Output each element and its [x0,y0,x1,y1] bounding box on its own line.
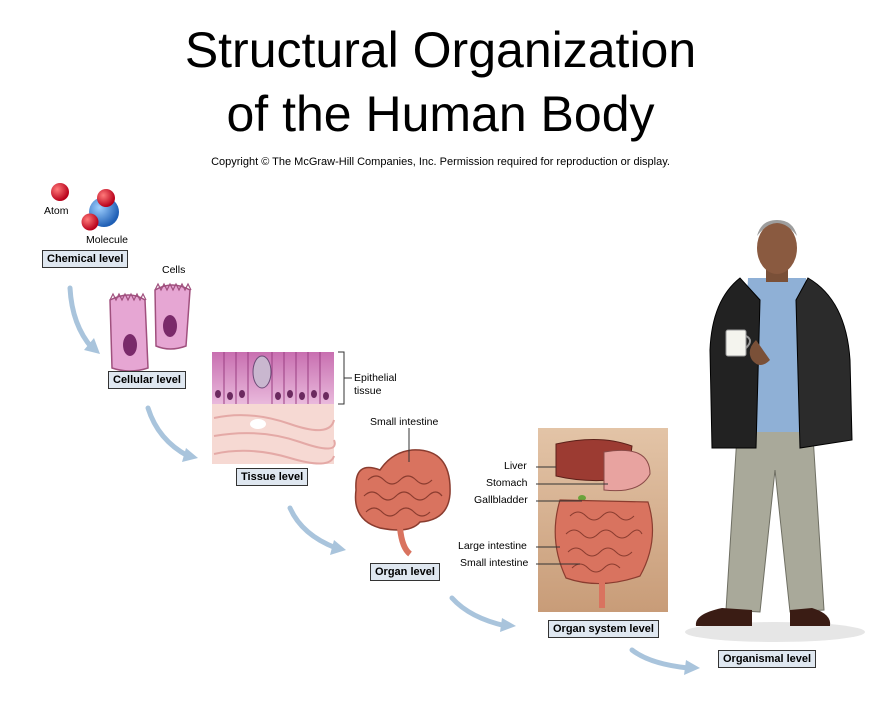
tissue-level-box: Tissue level [236,468,309,486]
label-stomach: Stomach [486,477,528,489]
label-atom: Atom [44,205,69,217]
arrow-system-to-organismal [629,647,691,671]
label-tissue: tissue [354,385,382,397]
tissue-illustration [212,351,352,465]
label-large-intestine: Large intestine [458,540,527,552]
chemical-level-box: Chemical level [42,250,129,268]
person-illustration [685,220,865,642]
page-title: Structural Organization of the Human Bod… [0,18,881,146]
atom-illustration [51,183,69,201]
arrowhead [684,660,700,675]
label-epithelial: Epithelial [354,372,397,384]
title-line-1: Structural Organization [184,22,697,78]
arrowhead [182,448,198,462]
copyright-notice: Copyright © The McGraw-Hill Companies, I… [211,156,670,168]
cellular-level-box: Cellular level [108,371,186,389]
small-intestine-illustration [354,428,451,557]
label-gallbladder: Gallbladder [474,494,528,506]
arrow-cellular-to-tissue [145,405,191,459]
arrowhead [500,618,516,632]
arrow-chemical-to-cellular [67,285,95,351]
label-small-intestine-organ: Small intestine [370,416,439,428]
organ-level-box: Organ level [370,563,440,581]
organ-system-level-box: Organ system level [548,620,659,638]
organismal-level-box: Organismal level [718,650,817,668]
label-small-intestine-system: Small intestine [460,557,529,569]
molecule-illustration [81,189,119,231]
digestive-system-illustration [536,428,668,612]
label-liver: Liver [504,460,527,472]
label-molecule: Molecule [86,234,129,246]
arrow-tissue-to-organ [287,505,339,551]
label-cells: Cells [162,264,186,276]
cells-illustration [109,282,192,372]
flow-arrows [67,285,691,671]
arrowhead [84,338,100,354]
arrow-organ-to-system [449,595,509,629]
arrowhead [330,540,346,555]
title-line-2: of the Human Body [226,86,655,142]
